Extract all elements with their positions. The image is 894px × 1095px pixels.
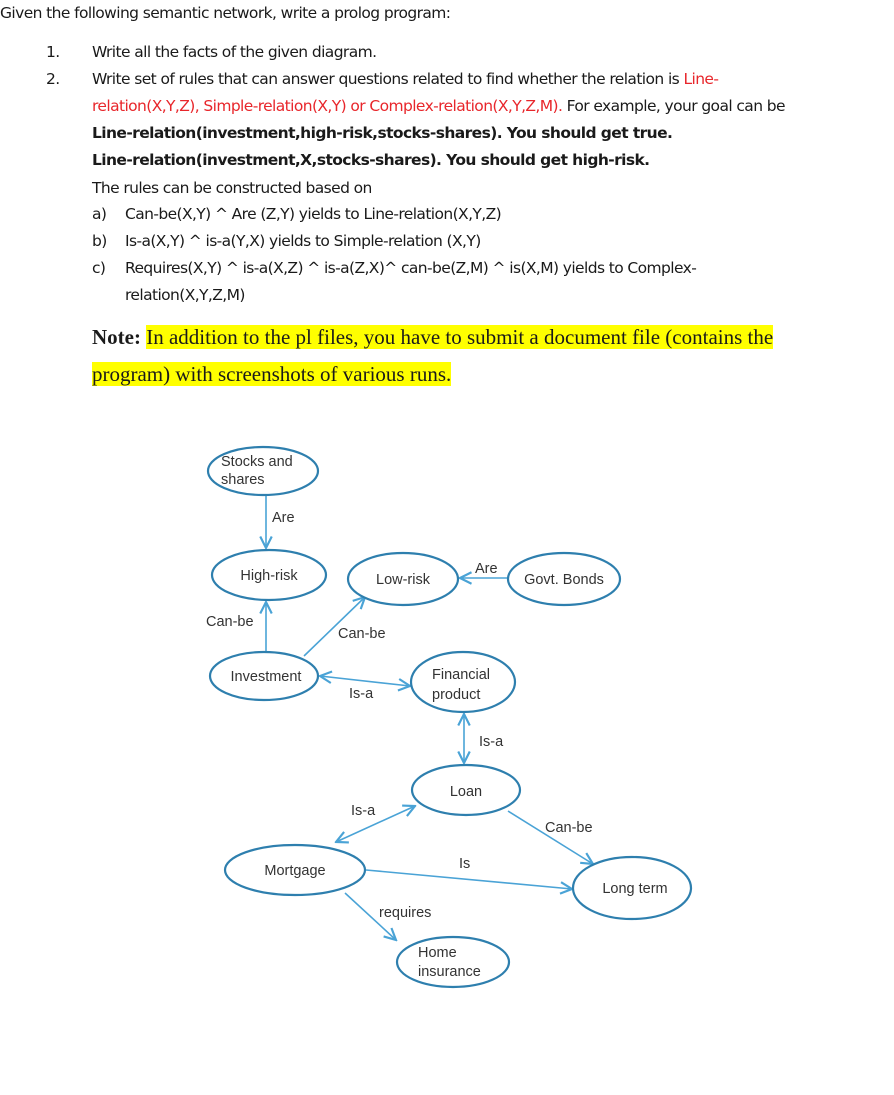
- task-2-text-cont: For example, your goal can be: [562, 97, 786, 115]
- edge-mortgage-loan: [336, 806, 415, 842]
- task-1-text: Write all the facts of the given diagram…: [92, 43, 377, 61]
- node-stocks-and-shares: [206, 445, 320, 497]
- edge-label-stocks-highrisk: Are: [272, 510, 295, 526]
- example-2: Line-relation(investment,X,stocks-shares…: [92, 151, 650, 169]
- node-label-stocks-2: shares: [221, 472, 265, 488]
- edge-mortgage-home: [344, 892, 396, 940]
- node-label-loan: Loan: [450, 784, 482, 800]
- task-2-red-text: Line-: [683, 70, 719, 88]
- rule-b-text: Is-a(X,Y) ^ is-a(Y,X) yields to Simple-r…: [125, 232, 481, 250]
- node-investment: [208, 650, 320, 702]
- node-label-long-term: Long term: [602, 881, 667, 897]
- note-line2: program) with screenshots of various run…: [92, 362, 452, 387]
- edge-label-mortgage-longterm: Is: [459, 856, 470, 872]
- node-label-financial-2: product: [432, 687, 480, 703]
- node-label-stocks-1: Stocks and: [221, 454, 293, 470]
- node-label-home-1: Home: [418, 945, 457, 961]
- rule-c-label: c): [92, 259, 106, 277]
- rule-a-text: Can-be(X,Y) ^ Are (Z,Y) yields to Line-r…: [125, 205, 502, 223]
- edge-label-loan-longterm: Can-be: [545, 820, 593, 836]
- task-2-red-relations: relation(X,Y,Z), Simple-relation(X,Y) or…: [92, 97, 563, 115]
- task-2-line2: relation(X,Y,Z), Simple-relation(X,Y) or…: [92, 97, 786, 115]
- task-2-number: 2.: [46, 70, 60, 88]
- node-long-term: [571, 855, 693, 921]
- task-2-text: Write set of rules that can answer quest…: [92, 70, 684, 88]
- node-home-insurance: [395, 935, 511, 989]
- rule-c-cont: relation(X,Y,Z,M): [125, 286, 245, 304]
- task-2-line1: Write set of rules that can answer quest…: [92, 70, 719, 88]
- note-highlight-1: In addition to the pl files, you have to…: [146, 325, 774, 349]
- node-financial-product: [409, 650, 517, 714]
- node-label-home-2: insurance: [418, 964, 481, 980]
- intro-text: Given the following semantic network, wr…: [0, 4, 451, 22]
- edge-mortgage-longterm: [365, 869, 572, 889]
- rule-c-text: Requires(X,Y) ^ is-a(X,Z) ^ is-a(Z,X)^ c…: [125, 259, 697, 277]
- node-label-high-risk: High-risk: [240, 568, 298, 584]
- note-highlight-2: program) with screenshots of various run…: [92, 362, 452, 386]
- task-1-number: 1.: [46, 43, 60, 61]
- edge-label-invest-financial: Is-a: [349, 686, 374, 702]
- edge-label-mortgage-home: requires: [379, 905, 431, 921]
- edge-invest-financial: [320, 676, 410, 686]
- edge-label-invest-lowrisk: Can-be: [338, 626, 386, 642]
- node-low-risk: [346, 551, 460, 607]
- node-govt-bonds: [506, 551, 622, 607]
- note-label: Note:: [92, 325, 141, 349]
- node-label-govt-bonds: Govt. Bonds: [524, 572, 604, 588]
- edge-loan-longterm: [507, 810, 593, 864]
- edge-label-financial-loan: Is-a: [479, 734, 504, 750]
- edge-label-invest-highrisk: Can-be: [206, 614, 254, 630]
- rule-a-label: a): [92, 205, 107, 223]
- note-line1: Note: In addition to the pl files, you h…: [92, 325, 774, 350]
- edge-label-govt-lowrisk: Are: [475, 561, 498, 577]
- node-loan: [410, 763, 522, 817]
- rule-b-label: b): [92, 232, 107, 250]
- edge-label-mortgage-loan: Is-a: [351, 803, 376, 819]
- node-label-mortgage: Mortgage: [264, 863, 325, 879]
- edge-invest-lowrisk: [303, 597, 365, 657]
- node-label-financial-1: Financial: [432, 667, 490, 683]
- node-label-investment: Investment: [231, 669, 302, 685]
- node-mortgage: [223, 843, 367, 897]
- rules-intro: The rules can be constructed based on: [92, 179, 372, 197]
- node-high-risk: [210, 548, 328, 602]
- example-1: Line-relation(investment,high-risk,stock…: [92, 124, 673, 142]
- node-label-low-risk: Low-risk: [376, 572, 431, 588]
